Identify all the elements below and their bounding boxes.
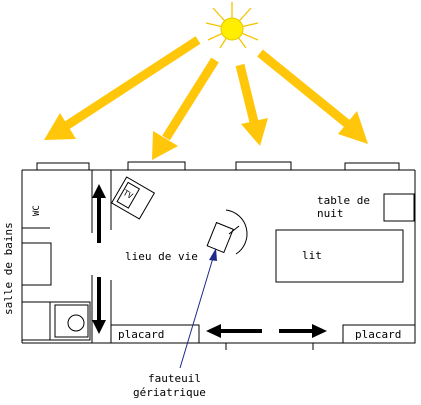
closet-left-label: placard	[118, 328, 164, 341]
living-area-label: lieu de vie	[125, 250, 198, 263]
bed-label: lit	[302, 249, 322, 262]
closet-right-label: placard	[355, 328, 401, 341]
tv-icon: TV	[110, 176, 156, 220]
toilet	[54, 304, 89, 338]
window	[36, 162, 90, 171]
window	[235, 161, 292, 171]
nightstand-label-line2: nuit	[317, 207, 344, 220]
closet-right	[342, 324, 416, 344]
sun-disc	[220, 17, 244, 41]
wc-label: WC	[32, 205, 42, 216]
arrow-icon	[279, 324, 327, 338]
arrow-down-icon	[152, 57, 219, 160]
window	[344, 162, 400, 171]
armchair-pointer	[179, 248, 217, 369]
nightstand	[383, 193, 415, 222]
armchair-label-line1: fauteuil	[148, 372, 201, 385]
closet-left	[110, 324, 200, 344]
arrow-icon	[92, 184, 106, 243]
bathroom-label: salle de bains	[2, 222, 15, 315]
arrow-down-icon	[257, 49, 368, 144]
sunlight-arrows	[44, 36, 368, 160]
arrow-down-icon	[44, 36, 201, 140]
arrow-icon	[206, 324, 262, 338]
arrow-icon	[92, 277, 106, 334]
armchair-icon	[206, 209, 248, 255]
windows	[36, 161, 400, 171]
bed	[275, 229, 404, 283]
nightstand-label-line1: table de	[317, 194, 370, 207]
toilet-bowl	[67, 314, 85, 332]
bathroom-fixtures	[21, 242, 91, 341]
arrow-down-icon	[235, 63, 268, 146]
window	[127, 161, 186, 171]
armchair-label-line2: gériatrique	[133, 386, 206, 399]
movement-arrows	[92, 184, 327, 338]
tv-label: TV	[121, 188, 134, 201]
sun-icon	[205, 2, 259, 49]
sink	[21, 242, 52, 286]
